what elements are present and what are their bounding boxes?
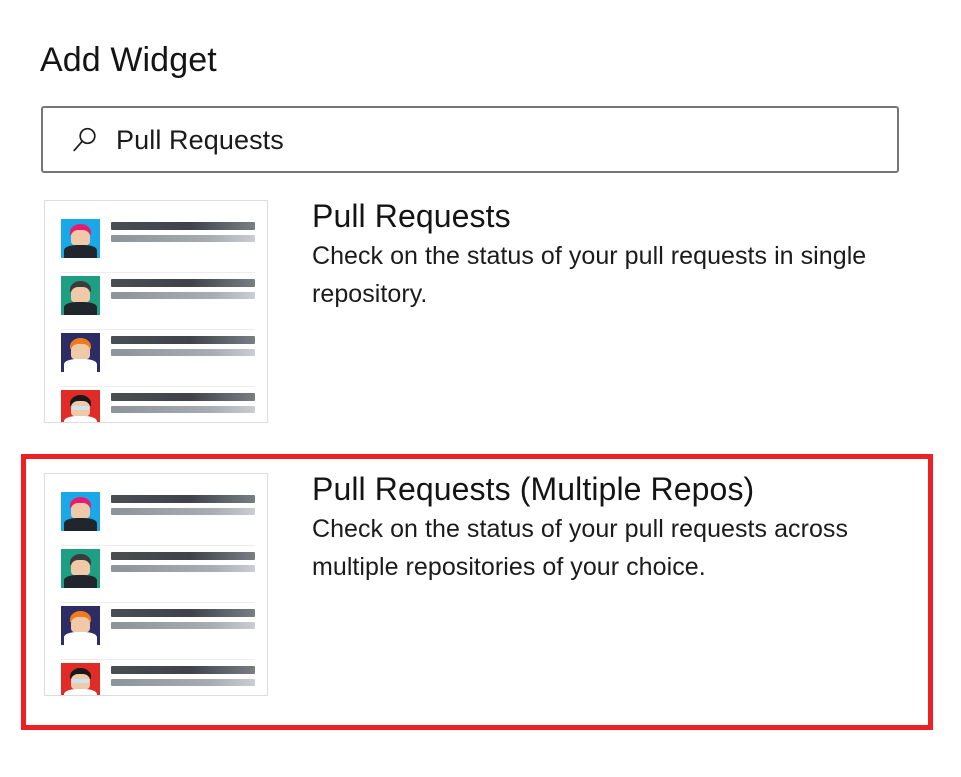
- widget-result-pull-requests[interactable]: Pull Requests Check on the status of you…: [41, 196, 901, 428]
- thumbnail-row: [61, 606, 255, 660]
- thumbnail-row: [61, 333, 255, 387]
- widget-title: Pull Requests (Multiple Repos): [312, 471, 755, 507]
- widget-title: Pull Requests: [312, 198, 511, 234]
- thumbnail-list: [45, 201, 267, 422]
- avatar: [61, 333, 100, 372]
- widget-thumbnail: [44, 200, 268, 423]
- avatar: [61, 549, 100, 588]
- thumbnail-list: [45, 474, 267, 695]
- thumbnail-row: [61, 492, 255, 546]
- widget-result-pull-requests-multiple-repos[interactable]: Pull Requests (Multiple Repos) Check on …: [41, 469, 911, 709]
- thumbnail-text-lines: [111, 333, 255, 356]
- thumbnail-row: [61, 663, 255, 695]
- search-icon: [73, 127, 96, 151]
- widget-description: Check on the status of your pull request…: [312, 515, 849, 581]
- avatar: [61, 219, 100, 258]
- thumbnail-text-lines: [111, 219, 255, 242]
- widget-thumbnail: [44, 473, 268, 696]
- thumbnail-row: [61, 549, 255, 603]
- thumbnail-text-lines: [111, 606, 255, 629]
- thumbnail-text-lines: [111, 549, 255, 572]
- thumbnail-row: [61, 219, 255, 273]
- widget-description: Check on the status of your pull request…: [312, 242, 867, 308]
- thumbnail-text-lines: [111, 390, 255, 413]
- widget-text: Pull Requests Check on the status of you…: [312, 196, 902, 313]
- thumbnail-text-lines: [111, 276, 255, 299]
- page-title: Add Widget: [40, 41, 217, 79]
- search-input-value: Pull Requests: [116, 124, 284, 155]
- thumbnail-text-lines: [111, 492, 255, 515]
- avatar: [61, 390, 100, 422]
- thumbnail-row: [61, 276, 255, 330]
- avatar: [61, 606, 100, 645]
- thumbnail-row: [61, 390, 255, 422]
- widget-text: Pull Requests (Multiple Repos) Check on …: [312, 469, 932, 586]
- avatar: [61, 663, 100, 695]
- thumbnail-text-lines: [111, 663, 255, 686]
- search-input[interactable]: Pull Requests: [41, 106, 899, 173]
- avatar: [61, 492, 100, 531]
- avatar: [61, 276, 100, 315]
